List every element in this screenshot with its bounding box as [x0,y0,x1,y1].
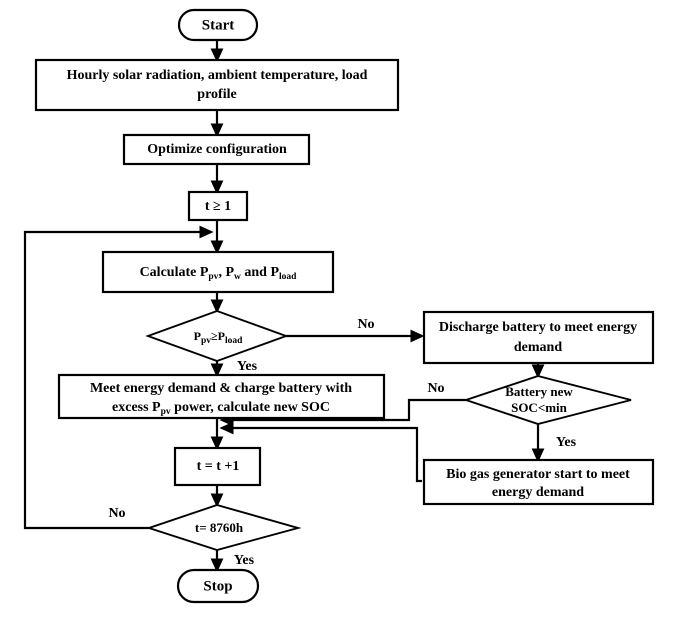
calc-sub-load: load [279,272,297,282]
node-optimize-label: Optimize configuration [147,142,287,157]
node-optimize: Optimize configuration [122,133,311,166]
node-discharge: Discharge battery to meet energy demand [422,310,655,365]
node-stop-label: Stop [203,578,232,594]
node-stop: Stop [176,568,260,604]
md-a: excess P [112,400,161,415]
calc-sub-pv: pv [208,272,218,282]
node-decision-end: t= 8760h [145,504,302,551]
dp-sub-load: load [225,336,243,346]
md-b: power, calculate new SOC [171,400,330,415]
node-start: Start [177,8,259,42]
edge-label-soc-yes: Yes [556,435,577,450]
dp-op: ≥P [211,329,225,343]
node-meet-demand-line1: Meet energy demand & charge battery with [90,381,352,396]
edge-decision-soc-no [219,398,466,427]
node-decision-end-label: t= 8760h [195,520,244,535]
edge-label-power-no: No [357,317,374,332]
node-decision-soc-line1: Battery new [505,384,573,399]
node-discharge-line2: demand [514,340,562,355]
node-increment: t = t +1 [173,446,262,487]
node-init-time-label: t ≥ 1 [205,199,231,214]
calc-mid2: and P [241,265,280,280]
edge-decision-end-no-loop [23,225,214,530]
calc-sub-w: w [234,272,241,282]
node-biogas: Bio gas generator start to meet energy d… [422,458,655,506]
edge-label-power-yes: Yes [237,359,258,374]
calc-prefix: Calculate P [140,265,209,280]
node-inputs: Hourly solar radiation, ambient temperat… [34,58,400,112]
edge-label-end-yes: Yes [234,553,255,568]
node-inputs-line1: Hourly solar radiation, ambient temperat… [67,68,368,83]
dp-sub-pv: pv [201,336,211,346]
node-decision-soc: Battery new SOC<min [462,375,632,425]
node-calculate: Calculate Ppv, Pw and Pload [101,250,335,294]
node-increment-label: t = t +1 [197,459,240,474]
node-biogas-line1: Bio gas generator start to meet [446,467,630,482]
node-decision-power: Ppv≥Pload [145,309,289,363]
dp-left: P [194,329,201,343]
node-decision-power-label: Ppv≥Pload [194,329,243,346]
edge-biogas-return [219,421,422,483]
node-biogas-line2: energy demand [492,485,584,500]
calc-mid: , P [218,265,234,280]
node-calculate-label: Calculate Ppv, Pw and Pload [140,265,298,282]
node-discharge-line1: Discharge battery to meet energy [439,320,637,335]
node-init-time: t ≥ 1 [187,190,249,222]
node-meet-demand: Meet energy demand & charge battery with… [57,373,386,420]
node-start-label: Start [202,17,235,33]
edge-label-end-no: No [108,506,125,521]
edge-label-soc-no: No [427,381,444,396]
node-inputs-line2: profile [197,87,236,102]
node-decision-soc-line2: SOC<min [511,400,568,415]
md-sub-pv: pv [161,407,171,417]
node-meet-demand-line2: excess Ppv power, calculate new SOC [112,400,330,417]
